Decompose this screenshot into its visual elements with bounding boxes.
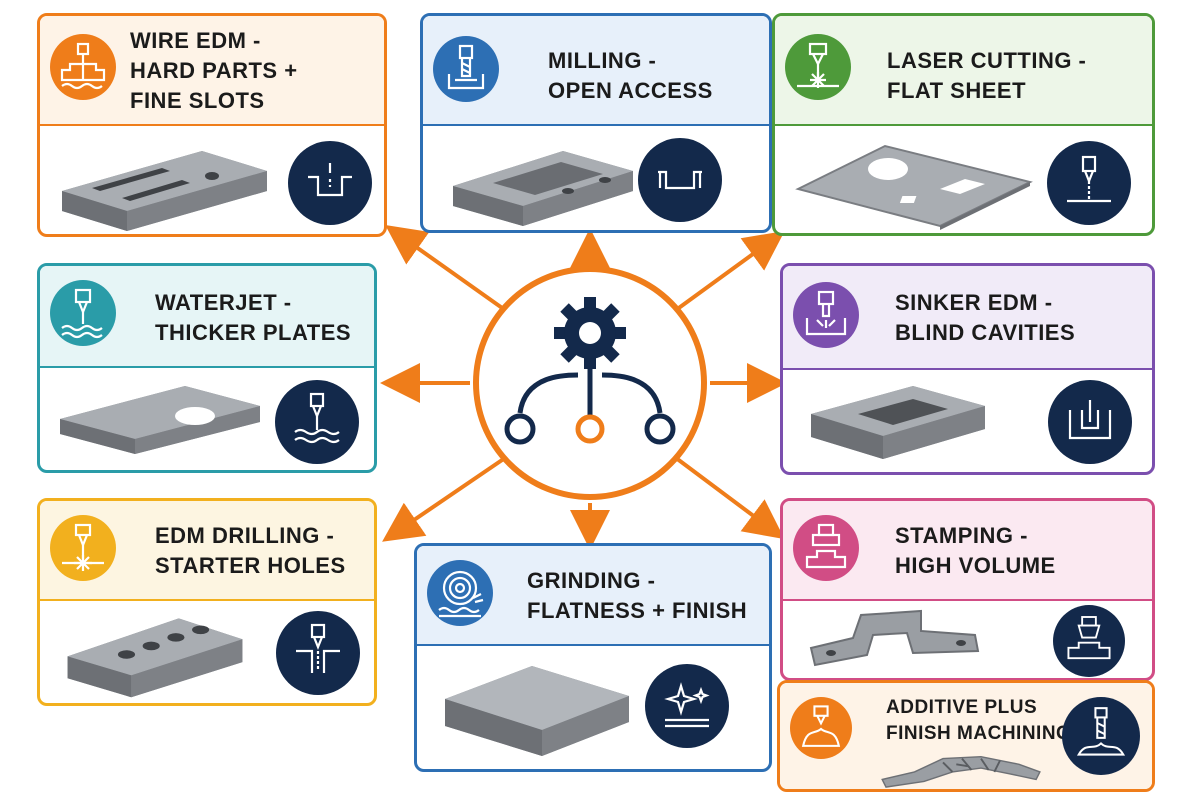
- drilled-hole-icon: [276, 611, 360, 695]
- notched-plate: [60, 386, 260, 454]
- open-pocket-icon: [638, 138, 722, 222]
- arrow-to-wire-edm: [385, 225, 507, 312]
- sparkle-surface-icon: [645, 664, 729, 748]
- slot-cut-icon: [288, 141, 372, 225]
- gear-icon: [554, 297, 626, 369]
- laser-head-icon: [785, 34, 851, 100]
- blind-cavity-icon: [1048, 380, 1132, 464]
- arrow-to-laser-cutting: [674, 230, 785, 312]
- card-title: LASER CUTTING -FLAT SHEET: [887, 48, 1087, 103]
- card-waterjet[interactable]: WATERJET -THICKER PLATES: [37, 263, 377, 473]
- pocketed-plate: [453, 151, 633, 226]
- card-title: MILLING -OPEN ACCESS: [548, 48, 713, 103]
- waterjet-stream-icon: [275, 380, 359, 464]
- card-title: EDM DRILLING -STARTER HOLES: [155, 523, 346, 578]
- bent-bracket: [809, 609, 980, 667]
- card-milling[interactable]: MILLING -OPEN ACCESS: [420, 13, 772, 233]
- ground-block: [445, 666, 629, 756]
- wire-edm-icon: [50, 34, 116, 100]
- card-title: WATERJET -THICKER PLATES: [155, 290, 352, 345]
- card-title: WIRE EDM -HARD PARTS +FINE SLOTS: [130, 28, 298, 113]
- slotted-block: [62, 151, 267, 231]
- card-wire-edm[interactable]: WIRE EDM -HARD PARTS +FINE SLOTS: [37, 13, 387, 237]
- edm-drill-icon: [50, 515, 116, 581]
- waterjet-nozzle-icon: [50, 280, 116, 346]
- card-laser-cutting[interactable]: LASER CUTTING -FLAT SHEET: [772, 13, 1155, 236]
- card-edm-drilling[interactable]: EDM DRILLING -STARTER HOLES: [37, 498, 377, 706]
- cut-sheet: [795, 144, 1033, 230]
- card-title: STAMPING -HIGH VOLUME: [895, 523, 1056, 578]
- printer-nozzle-icon: [790, 697, 852, 759]
- lattice-bracket: [881, 755, 1041, 788]
- stamping-die-icon: [1053, 605, 1125, 677]
- central-hub: [473, 266, 707, 500]
- holed-block: [67, 618, 243, 698]
- branching-flow-icon: [504, 359, 676, 445]
- end-mill-icon: [433, 36, 499, 102]
- card-stamping[interactable]: STAMPING -HIGH VOLUME: [780, 498, 1155, 681]
- arrow-to-stamping: [674, 456, 785, 540]
- card-sinker-edm[interactable]: SINKER EDM -BLIND CAVITIES: [780, 263, 1155, 475]
- sinker-electrode-icon: [793, 282, 859, 348]
- card-title: GRINDING -FLATNESS + FINISH: [527, 568, 748, 623]
- grinding-wheel-icon: [427, 560, 493, 626]
- cavity-block: [811, 386, 985, 459]
- arrow-to-edm-drilling: [382, 456, 507, 542]
- card-title: SINKER EDM -BLIND CAVITIES: [895, 290, 1076, 345]
- card-grinding[interactable]: GRINDING -FLATNESS + FINISH: [414, 543, 772, 772]
- finish-mill-icon: [1062, 697, 1140, 775]
- press-icon: [793, 515, 859, 581]
- laser-beam-icon: [1047, 141, 1131, 225]
